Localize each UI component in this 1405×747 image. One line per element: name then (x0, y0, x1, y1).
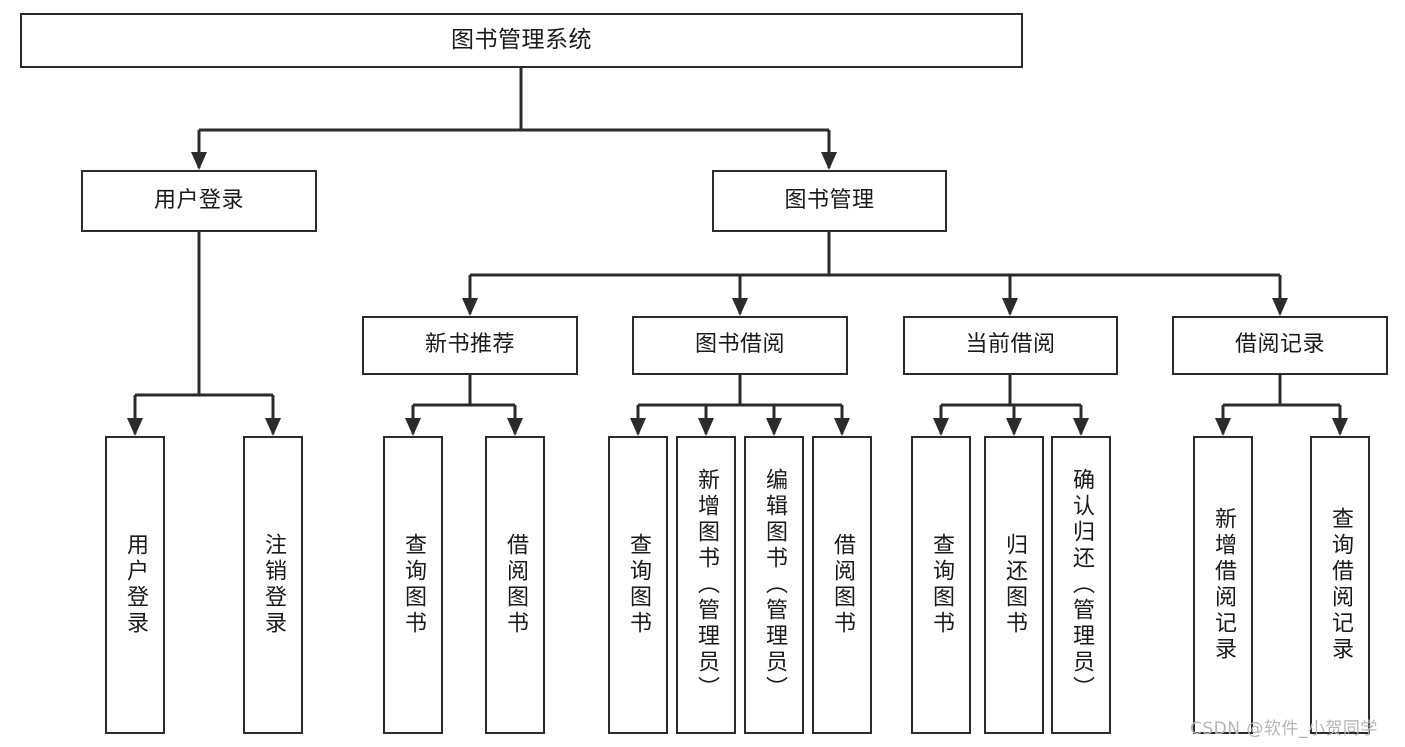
node-book-manage: 图书管理 (712, 170, 947, 232)
node-leaf-add-book-label: 新增图书（管理员） (694, 468, 719, 702)
edge-arrow-book_manage_to_level3-3 (1272, 298, 1288, 316)
node-leaf-query-record: 查询借阅记录 (1310, 436, 1370, 734)
edge-arrow-root_to_level2-1 (821, 152, 837, 170)
edge-arrow-current_to_leaves-1 (1006, 418, 1022, 436)
node-borrow-record: 借阅记录 (1172, 316, 1388, 375)
edge-arrow-recommend_to_leaves-0 (405, 418, 421, 436)
node-book-borrow: 图书借阅 (632, 316, 848, 375)
node-book-manage-label: 图书管理 (784, 187, 875, 213)
node-leaf-user-logout-label: 注销登录 (261, 533, 286, 637)
edge-arrow-book_manage_to_level3-0 (462, 298, 478, 316)
node-leaf-return-book: 归还图书 (984, 436, 1044, 734)
node-user-login-label: 用户登录 (153, 187, 244, 213)
edge-arrow-borrow_to_leaves-3 (834, 418, 850, 436)
edge-arrow-book_manage_to_level3-1 (732, 298, 748, 316)
node-borrow-record-label: 借阅记录 (1234, 332, 1325, 358)
node-leaf-query-book-1: 查询图书 (383, 436, 443, 734)
node-leaf-add-record: 新增借阅记录 (1193, 436, 1253, 734)
node-leaf-query-book-2: 查询图书 (608, 436, 668, 734)
node-root-system-label: 图书管理系统 (451, 26, 592, 53)
edge-arrow-user_login_to_leaves-0 (127, 418, 143, 436)
node-leaf-user-login-label: 用户登录 (123, 533, 148, 637)
csdn-watermark: CSDN @软件_小贺同学 (1190, 719, 1378, 739)
node-new-book-recommend: 新书推荐 (362, 316, 578, 375)
node-leaf-edit-book: 编辑图书（管理员） (744, 436, 804, 734)
node-leaf-user-logout: 注销登录 (243, 436, 303, 734)
node-leaf-edit-book-label: 编辑图书（管理员） (762, 468, 787, 702)
node-leaf-query-book-3: 查询图书 (911, 436, 971, 734)
edge-arrow-current_to_leaves-0 (933, 418, 949, 436)
edge-arrow-borrow_to_leaves-2 (766, 418, 782, 436)
edge-arrow-book_manage_to_level3-2 (1002, 298, 1018, 316)
node-leaf-confirm-return: 确认归还（管理员） (1051, 436, 1111, 734)
node-current-borrow: 当前借阅 (903, 316, 1118, 375)
edge-arrow-current_to_leaves-2 (1073, 418, 1089, 436)
node-leaf-borrow-book-2: 借阅图书 (812, 436, 872, 734)
node-leaf-add-record-label: 新增借阅记录 (1211, 507, 1236, 663)
node-leaf-user-login: 用户登录 (105, 436, 165, 734)
node-leaf-query-book-3-label: 查询图书 (929, 533, 954, 637)
edge-arrow-record_to_leaves-1 (1332, 418, 1348, 436)
node-leaf-query-record-label: 查询借阅记录 (1328, 507, 1353, 663)
node-leaf-return-book-label: 归还图书 (1002, 533, 1027, 637)
node-book-borrow-label: 图书借阅 (694, 332, 785, 358)
edge-arrow-borrow_to_leaves-1 (698, 418, 714, 436)
node-root-system: 图书管理系统 (20, 13, 1023, 68)
node-leaf-borrow-book-1: 借阅图书 (485, 436, 545, 734)
node-leaf-add-book: 新增图书（管理员） (676, 436, 736, 734)
edge-arrow-recommend_to_leaves-1 (507, 418, 523, 436)
edge-arrow-user_login_to_leaves-1 (265, 418, 281, 436)
node-leaf-borrow-book-1-label: 借阅图书 (503, 533, 528, 637)
node-new-book-recommend-label: 新书推荐 (424, 332, 515, 358)
node-leaf-borrow-book-2-label: 借阅图书 (830, 533, 855, 637)
node-leaf-query-book-2-label: 查询图书 (626, 533, 651, 637)
node-leaf-query-book-1-label: 查询图书 (401, 533, 426, 637)
edge-arrow-root_to_level2-0 (191, 152, 207, 170)
edge-arrow-borrow_to_leaves-0 (630, 418, 646, 436)
node-leaf-confirm-return-label: 确认归还（管理员） (1069, 468, 1094, 702)
node-current-borrow-label: 当前借阅 (965, 332, 1056, 358)
node-user-login: 用户登录 (81, 170, 317, 232)
edge-arrow-record_to_leaves-0 (1215, 418, 1231, 436)
